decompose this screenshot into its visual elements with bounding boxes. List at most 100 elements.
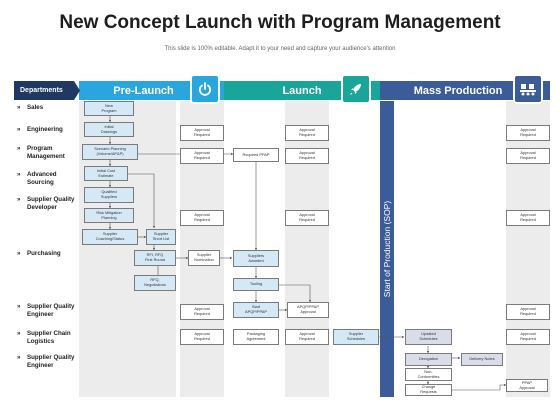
header-prelaunch-label: Pre-Launch bbox=[113, 84, 174, 97]
box-rfq-negotiations: RFQ,Negotiations bbox=[134, 275, 176, 291]
header-launch-label: Launch bbox=[282, 84, 322, 97]
departments-arrow-tip bbox=[74, 81, 80, 100]
dept-engineering: »Engineering bbox=[17, 126, 63, 133]
page-subtitle: This slide is 100% editable. Adapt it to… bbox=[164, 46, 396, 52]
dept-sales: »Sales bbox=[17, 104, 44, 111]
sop-bar bbox=[380, 101, 394, 397]
dept-label: Engineering bbox=[27, 126, 63, 133]
box-label: RFQ,Negotiations bbox=[144, 277, 166, 287]
dept-label: Purchasing bbox=[27, 250, 61, 257]
header-prelaunch: Pre-Launch bbox=[79, 81, 224, 100]
box-derogation: Derogation bbox=[405, 353, 452, 366]
box-tooling: Tooling bbox=[233, 278, 279, 291]
dept-purchasing: »Purchasing bbox=[17, 250, 61, 257]
header-mass-production: Mass Production bbox=[380, 81, 550, 100]
box-scenario-planning: Scenario Planning(Volume/AP&P) bbox=[82, 144, 138, 160]
box-delivery-notes: Delivery Notes bbox=[461, 353, 503, 366]
power-icon bbox=[190, 74, 220, 104]
box-non-conformities: Non-Conformities bbox=[405, 368, 452, 381]
box-label: Non-Conformities bbox=[417, 368, 440, 379]
page-title: New Concept Launch with Program Manageme… bbox=[59, 12, 501, 33]
rocket-icon bbox=[341, 74, 371, 104]
box-required-ppap: Required PPAP bbox=[233, 148, 279, 162]
header-mass-label: Mass Production bbox=[413, 84, 503, 97]
production-line-icon bbox=[513, 74, 543, 104]
box-label: Scenario Planning(Volume/AP&P) bbox=[94, 146, 126, 156]
